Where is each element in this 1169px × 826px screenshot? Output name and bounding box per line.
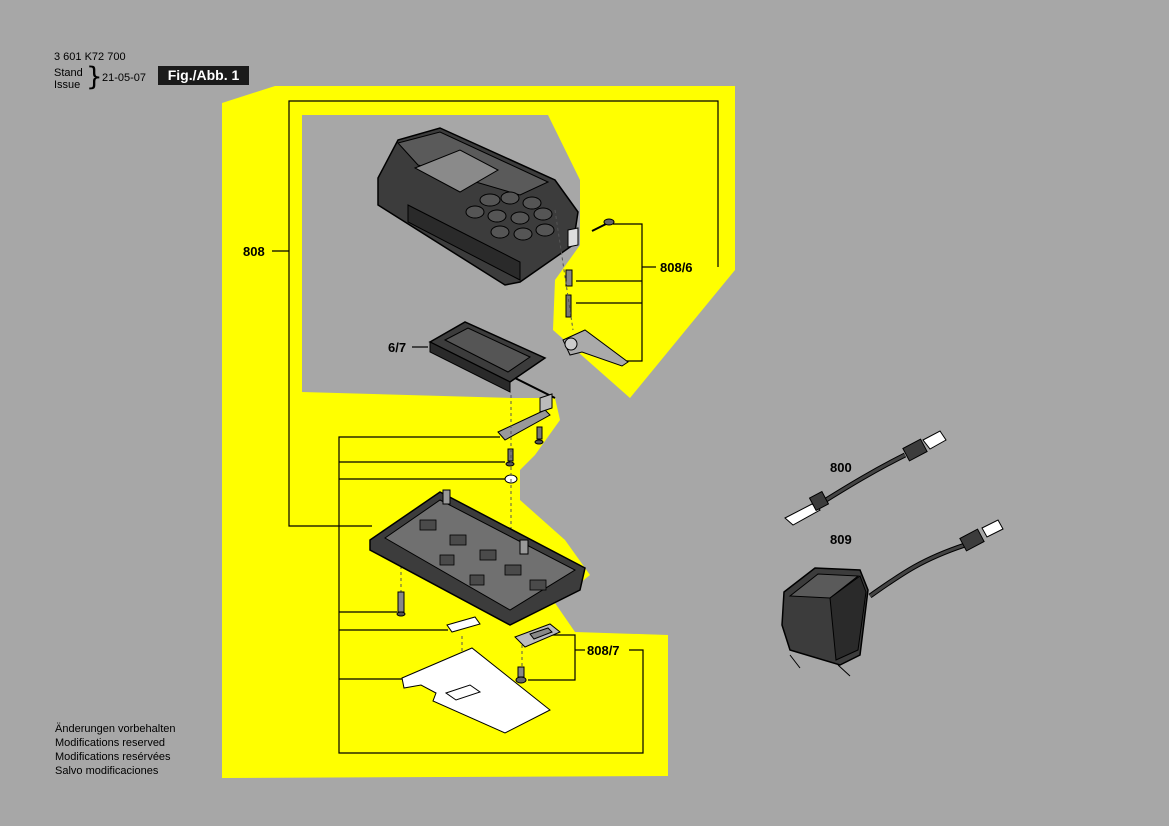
- note-english: Modifications reserved: [55, 737, 166, 749]
- end-piece: [562, 329, 629, 367]
- issue-label: Issue: [54, 79, 81, 91]
- note-german: Änderungen vorbehalten: [55, 723, 176, 735]
- bracket-808-7: [528, 634, 576, 681]
- note-french: Modifications resérvées: [55, 751, 171, 763]
- small-screw-1: [534, 426, 544, 445]
- part-label-808: 808: [243, 244, 265, 259]
- pad-screw: [515, 666, 527, 684]
- part-label-808-7: 808/7: [587, 643, 620, 658]
- rubber-pad: [514, 623, 561, 648]
- spring-pin-2: [565, 294, 572, 318]
- housing-base: [369, 489, 586, 626]
- base-label-window: [444, 684, 482, 701]
- battery-cover: [428, 321, 556, 399]
- note-spanish: Salvo modificaciones: [55, 765, 159, 777]
- part-label-6-7: 6/7: [388, 340, 406, 355]
- figure-label: Fig./Abb. 1: [158, 66, 249, 85]
- bracket-808-6: [613, 223, 643, 362]
- part-label-809: 809: [830, 532, 852, 547]
- usb-cable: [784, 430, 947, 526]
- brace-glyph: }: [86, 62, 103, 92]
- laser-measure-device: [377, 127, 579, 286]
- part-label-808-6: 808/6: [660, 260, 693, 275]
- small-label: [446, 616, 481, 633]
- spring-pin-1: [565, 269, 573, 287]
- bracket-bottom: [338, 436, 644, 754]
- bracket-808: [288, 100, 719, 527]
- stand-label: Stand: [54, 67, 83, 79]
- issue-date: 21-05-07: [102, 72, 147, 84]
- long-screw: [396, 591, 406, 617]
- part-number: 3 601 K72 700: [54, 51, 126, 63]
- charger-adapter: [781, 519, 1004, 677]
- part-label-800: 800: [830, 460, 852, 475]
- screw-top: [591, 218, 615, 232]
